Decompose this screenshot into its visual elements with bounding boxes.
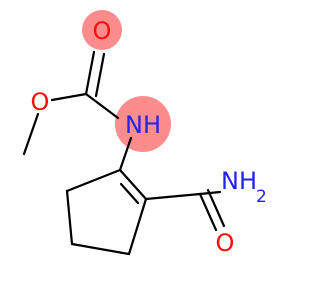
atom-nh2: NH: [221, 167, 257, 195]
atom-nh2-subscript: 2: [256, 187, 267, 207]
atom-o-ester: O: [31, 88, 50, 116]
bond-nh-ring: [118, 136, 133, 172]
bond-ring-3: [70, 242, 131, 256]
bond-c-ester-o: [50, 92, 88, 102]
bond-ring-2: [65, 189, 74, 246]
atom-o-amide: O: [216, 229, 235, 257]
atom-o-carbonyl: O: [93, 17, 112, 45]
bond-c-nh: [84, 92, 120, 120]
bond-amide-c-o-1: [198, 192, 218, 232]
highlight-nh: [115, 96, 171, 152]
highlight-carbonyl-oxygen: [82, 10, 122, 50]
atom-nh: NH: [125, 111, 161, 139]
bond-carbonyl-c-o-1: [84, 50, 96, 96]
bond-ring-1: [65, 168, 122, 193]
bond-ring-5: [118, 168, 148, 201]
bond-amide-c-o-2: [206, 188, 226, 228]
bond-carbonyl-c-o-2: [94, 52, 106, 98]
bond-ring-4: [127, 197, 148, 256]
bond-ring-amide-c: [144, 192, 202, 201]
molecule-structure: O O NH NH 2 O: [22, 10, 267, 257]
bond-ring-double-inner: [119, 182, 140, 205]
bond-ester-o-methyl: [22, 112, 40, 156]
